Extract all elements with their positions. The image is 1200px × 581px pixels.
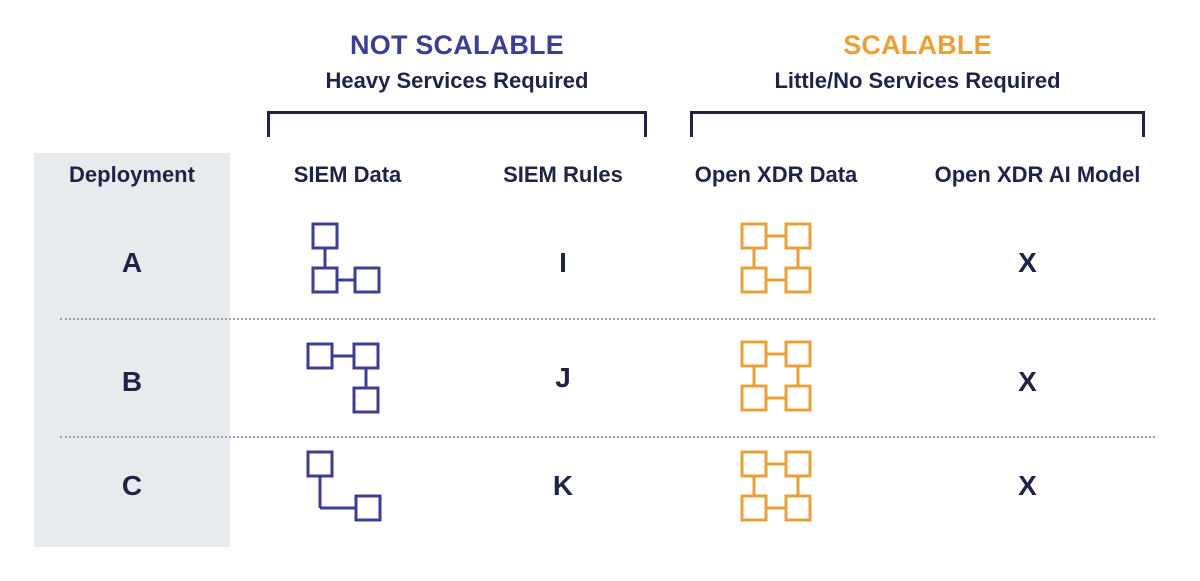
column-header-siem-rules: SIEM Rules bbox=[503, 162, 623, 187]
scalable-bracket bbox=[690, 111, 1145, 137]
not-scalable-bracket bbox=[267, 111, 647, 137]
deployment-column-panel bbox=[34, 153, 230, 547]
column-header-siem-data: SIEM Data bbox=[293, 162, 402, 187]
row-divider bbox=[60, 318, 1155, 320]
partial-flow-icon-c bbox=[306, 450, 382, 522]
deployment-label-c: C bbox=[121, 470, 143, 501]
column-header-deployment: Deployment bbox=[69, 162, 195, 187]
deployment-label-b: B bbox=[121, 366, 143, 397]
xdr-model-value-b: X bbox=[1018, 366, 1037, 397]
not-scalable-title: NOT SCALABLE bbox=[350, 30, 564, 60]
full-grid-icon-b bbox=[740, 340, 812, 412]
column-header-xdr-data: Open XDR Data bbox=[694, 162, 858, 187]
siem-rules-value-a: I bbox=[559, 247, 567, 278]
xdr-model-value-c: X bbox=[1018, 470, 1037, 501]
deployment-label-a: A bbox=[121, 247, 143, 278]
partial-flow-icon-b bbox=[306, 342, 380, 414]
siem-rules-value-c: K bbox=[552, 470, 574, 501]
column-header-xdr-model: Open XDR AI Model bbox=[934, 162, 1141, 187]
not-scalable-subtitle: Heavy Services Required bbox=[325, 68, 589, 93]
full-grid-icon-a bbox=[740, 222, 812, 294]
partial-flow-icon-a bbox=[311, 222, 381, 294]
scalable-subtitle: Little/No Services Required bbox=[774, 68, 1061, 93]
row-divider bbox=[60, 436, 1155, 438]
siem-rules-value-b: J bbox=[555, 362, 571, 393]
full-grid-icon-c bbox=[740, 450, 812, 522]
scalable-title: SCALABLE bbox=[843, 30, 992, 60]
xdr-model-value-a: X bbox=[1018, 247, 1037, 278]
